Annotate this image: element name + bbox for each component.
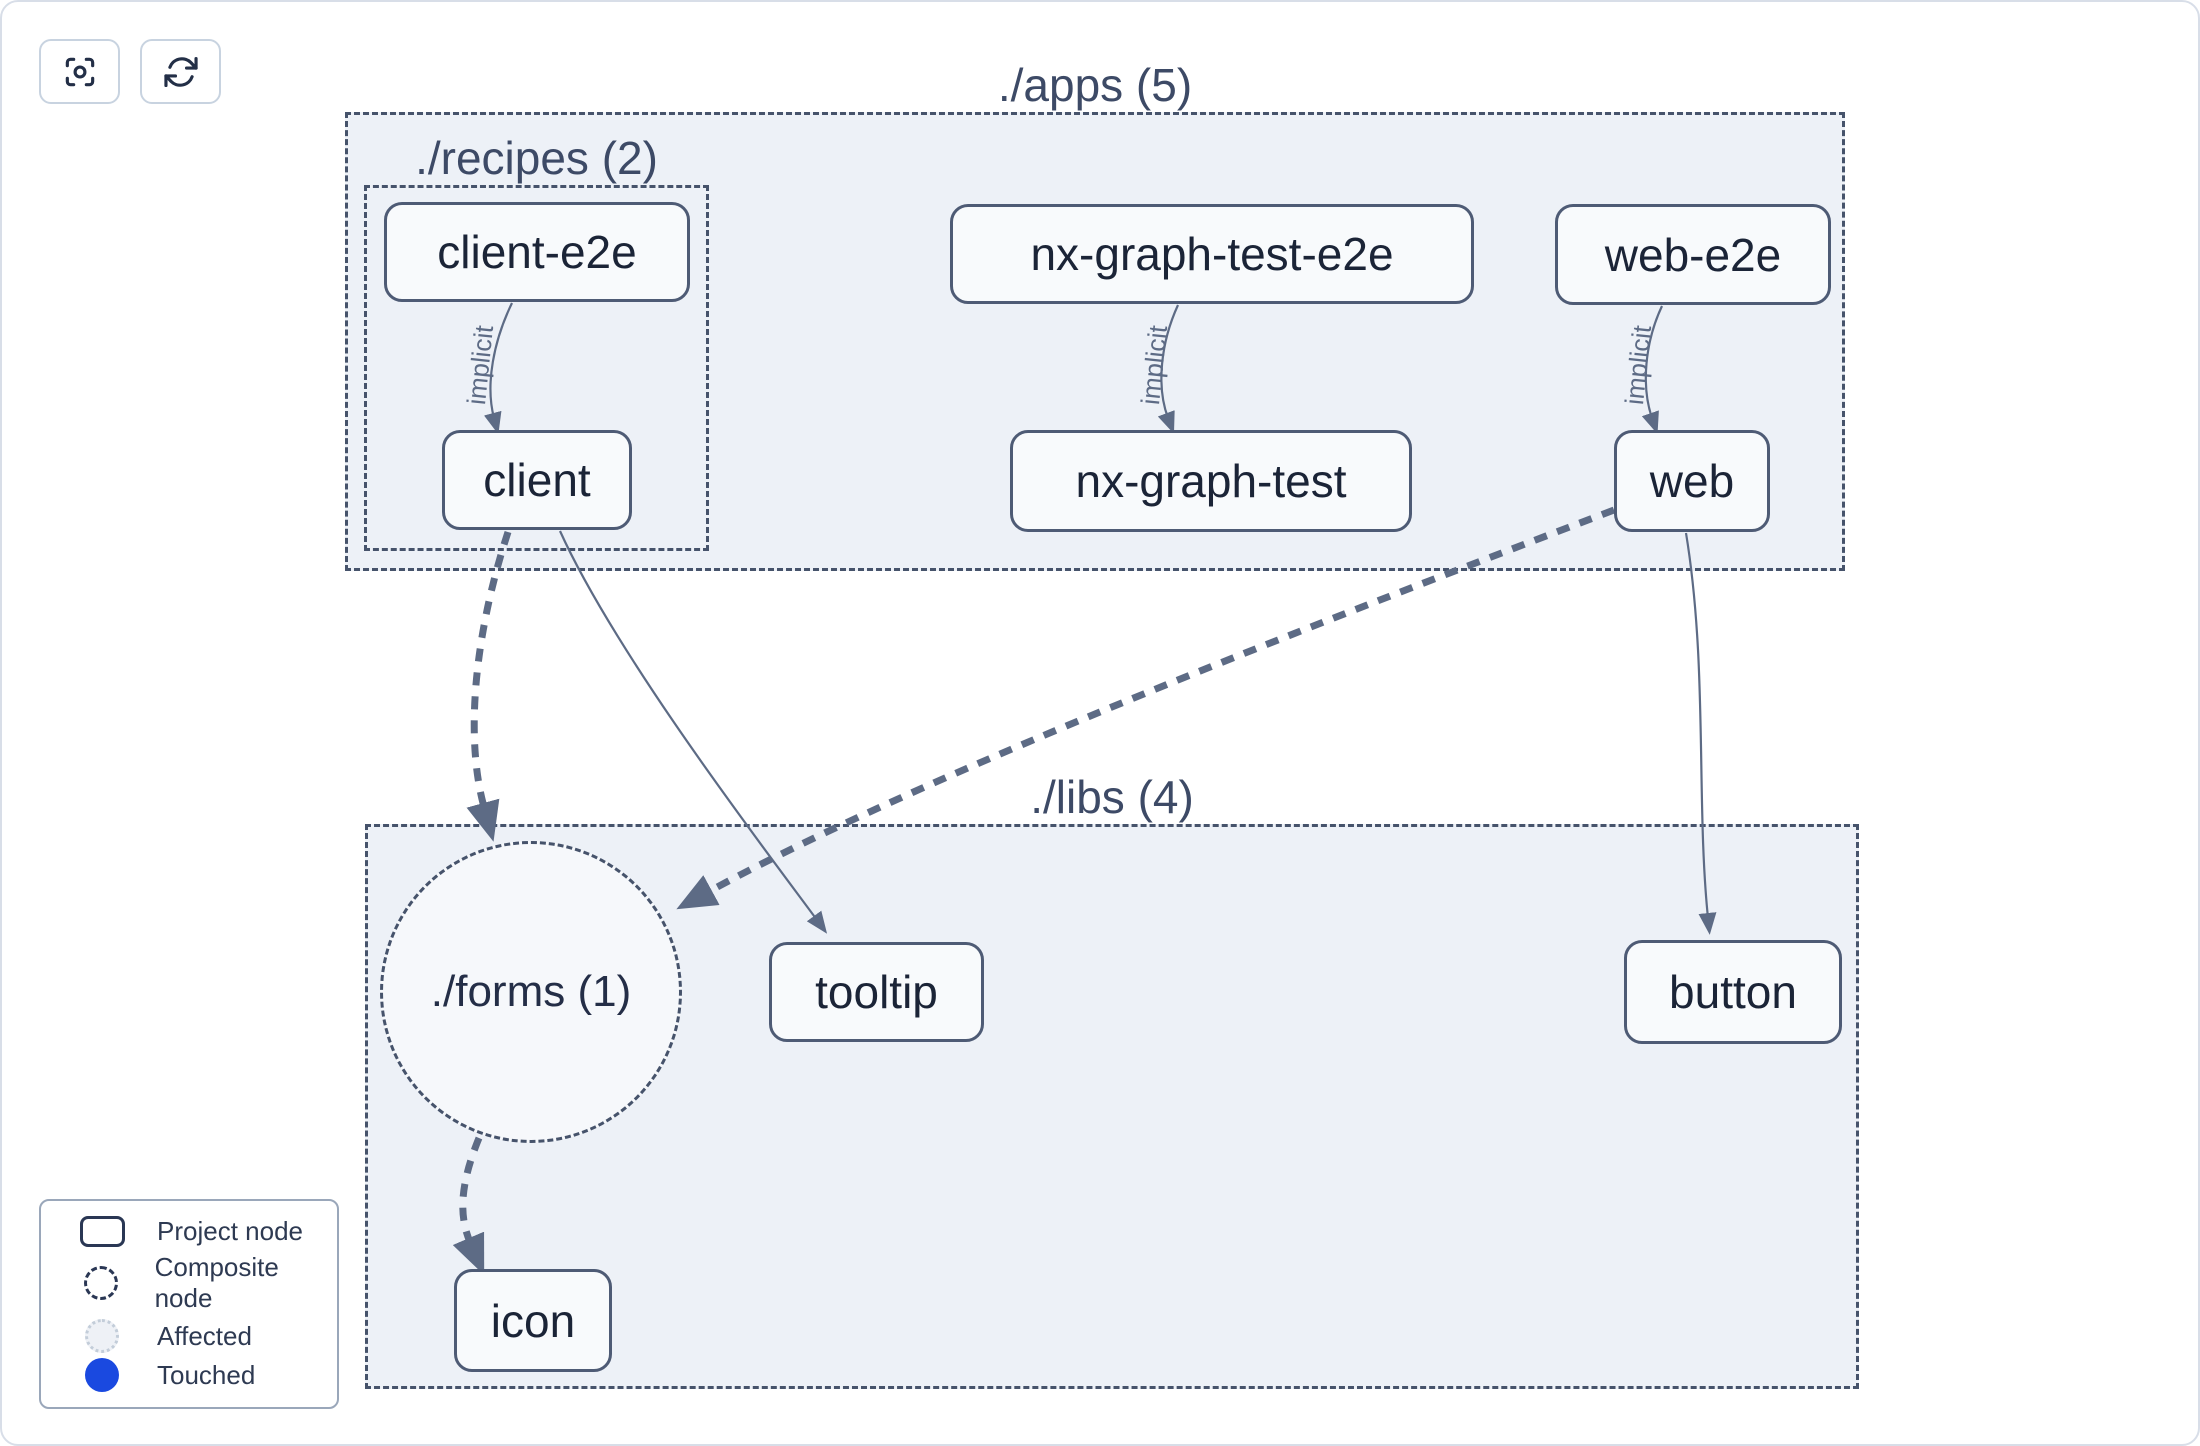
- edge-web-to-button[interactable]: [1684, 532, 1717, 935]
- refresh-icon: [163, 56, 198, 87]
- composite-node-swatch-icon: [69, 1265, 133, 1300]
- project-node-swatch-icon: [69, 1215, 135, 1247]
- node-web-label: web: [1649, 455, 1735, 507]
- legend-row-project-node: Project node: [41, 1215, 337, 1247]
- touched-swatch: [85, 1358, 119, 1393]
- focus-reset-button[interactable]: [39, 39, 120, 104]
- node-web-e2e-label: web-e2e: [1604, 228, 1782, 281]
- node-web-e2e[interactable]: web-e2e: [1555, 204, 1831, 305]
- node-client-label: client: [483, 454, 591, 506]
- composite-node-forms-label: ./forms (1): [430, 967, 632, 1016]
- edge-nx-graph-test-e2e-to-nx-graph-test[interactable]: [1157, 304, 1179, 434]
- node-nx-graph-test-e2e-label: nx-graph-test-e2e: [1030, 228, 1394, 280]
- node-button[interactable]: button: [1624, 940, 1842, 1044]
- focus-icon: [65, 57, 94, 86]
- legend-label: Affected: [157, 1320, 252, 1351]
- legend-label: Composite node: [154, 1251, 279, 1313]
- legend-label: Touched: [157, 1359, 256, 1390]
- toolbar: [39, 39, 221, 104]
- node-client-e2e[interactable]: client-e2e: [384, 202, 690, 302]
- legend: Project node Composite node Affected Tou…: [39, 1199, 339, 1409]
- legend-row-affected: Affected: [41, 1319, 337, 1354]
- touched-swatch-icon: [69, 1358, 135, 1393]
- composite-node-forms[interactable]: ./forms (1): [380, 841, 682, 1143]
- node-tooltip-label: tooltip: [815, 966, 938, 1018]
- edge-client-to-forms[interactable]: [466, 530, 512, 842]
- edge-client-e2e-to-client[interactable]: [484, 302, 513, 435]
- node-icon[interactable]: icon: [454, 1269, 612, 1372]
- node-nx-graph-test-label: nx-graph-test: [1075, 455, 1347, 507]
- node-icon-label: icon: [490, 1294, 576, 1347]
- node-tooltip[interactable]: tooltip: [769, 942, 984, 1042]
- node-button-label: button: [1669, 966, 1797, 1018]
- node-nx-graph-test[interactable]: nx-graph-test: [1010, 430, 1412, 532]
- legend-row-composite-node: Composite node: [41, 1252, 337, 1314]
- affected-swatch-icon: [69, 1319, 135, 1354]
- edge-web-to-forms[interactable]: [676, 506, 1616, 910]
- group-apps-title: ./apps (5): [997, 59, 1193, 111]
- edge-web-e2e-to-web[interactable]: [1641, 305, 1663, 435]
- group-libs-title: ./libs (4): [1030, 771, 1194, 823]
- node-client-e2e-label: client-e2e: [437, 226, 637, 278]
- edge-label-implicit-3: implicit: [1619, 323, 1657, 406]
- refresh-button[interactable]: [140, 39, 221, 104]
- legend-label: Project node: [157, 1215, 303, 1246]
- edge-client-to-tooltip[interactable]: [558, 530, 828, 934]
- edge-label-implicit-2: implicit: [1135, 323, 1173, 406]
- group-recipes[interactable]: [364, 185, 709, 551]
- group-recipes-title: ./recipes (2): [415, 132, 658, 184]
- edge-label-implicit-1: implicit: [461, 323, 499, 406]
- node-nx-graph-test-e2e[interactable]: nx-graph-test-e2e: [950, 204, 1474, 304]
- node-client[interactable]: client: [442, 430, 632, 530]
- edge-forms-to-icon[interactable]: [452, 1136, 485, 1276]
- node-web[interactable]: web: [1614, 430, 1770, 532]
- legend-row-touched: Touched: [41, 1358, 337, 1393]
